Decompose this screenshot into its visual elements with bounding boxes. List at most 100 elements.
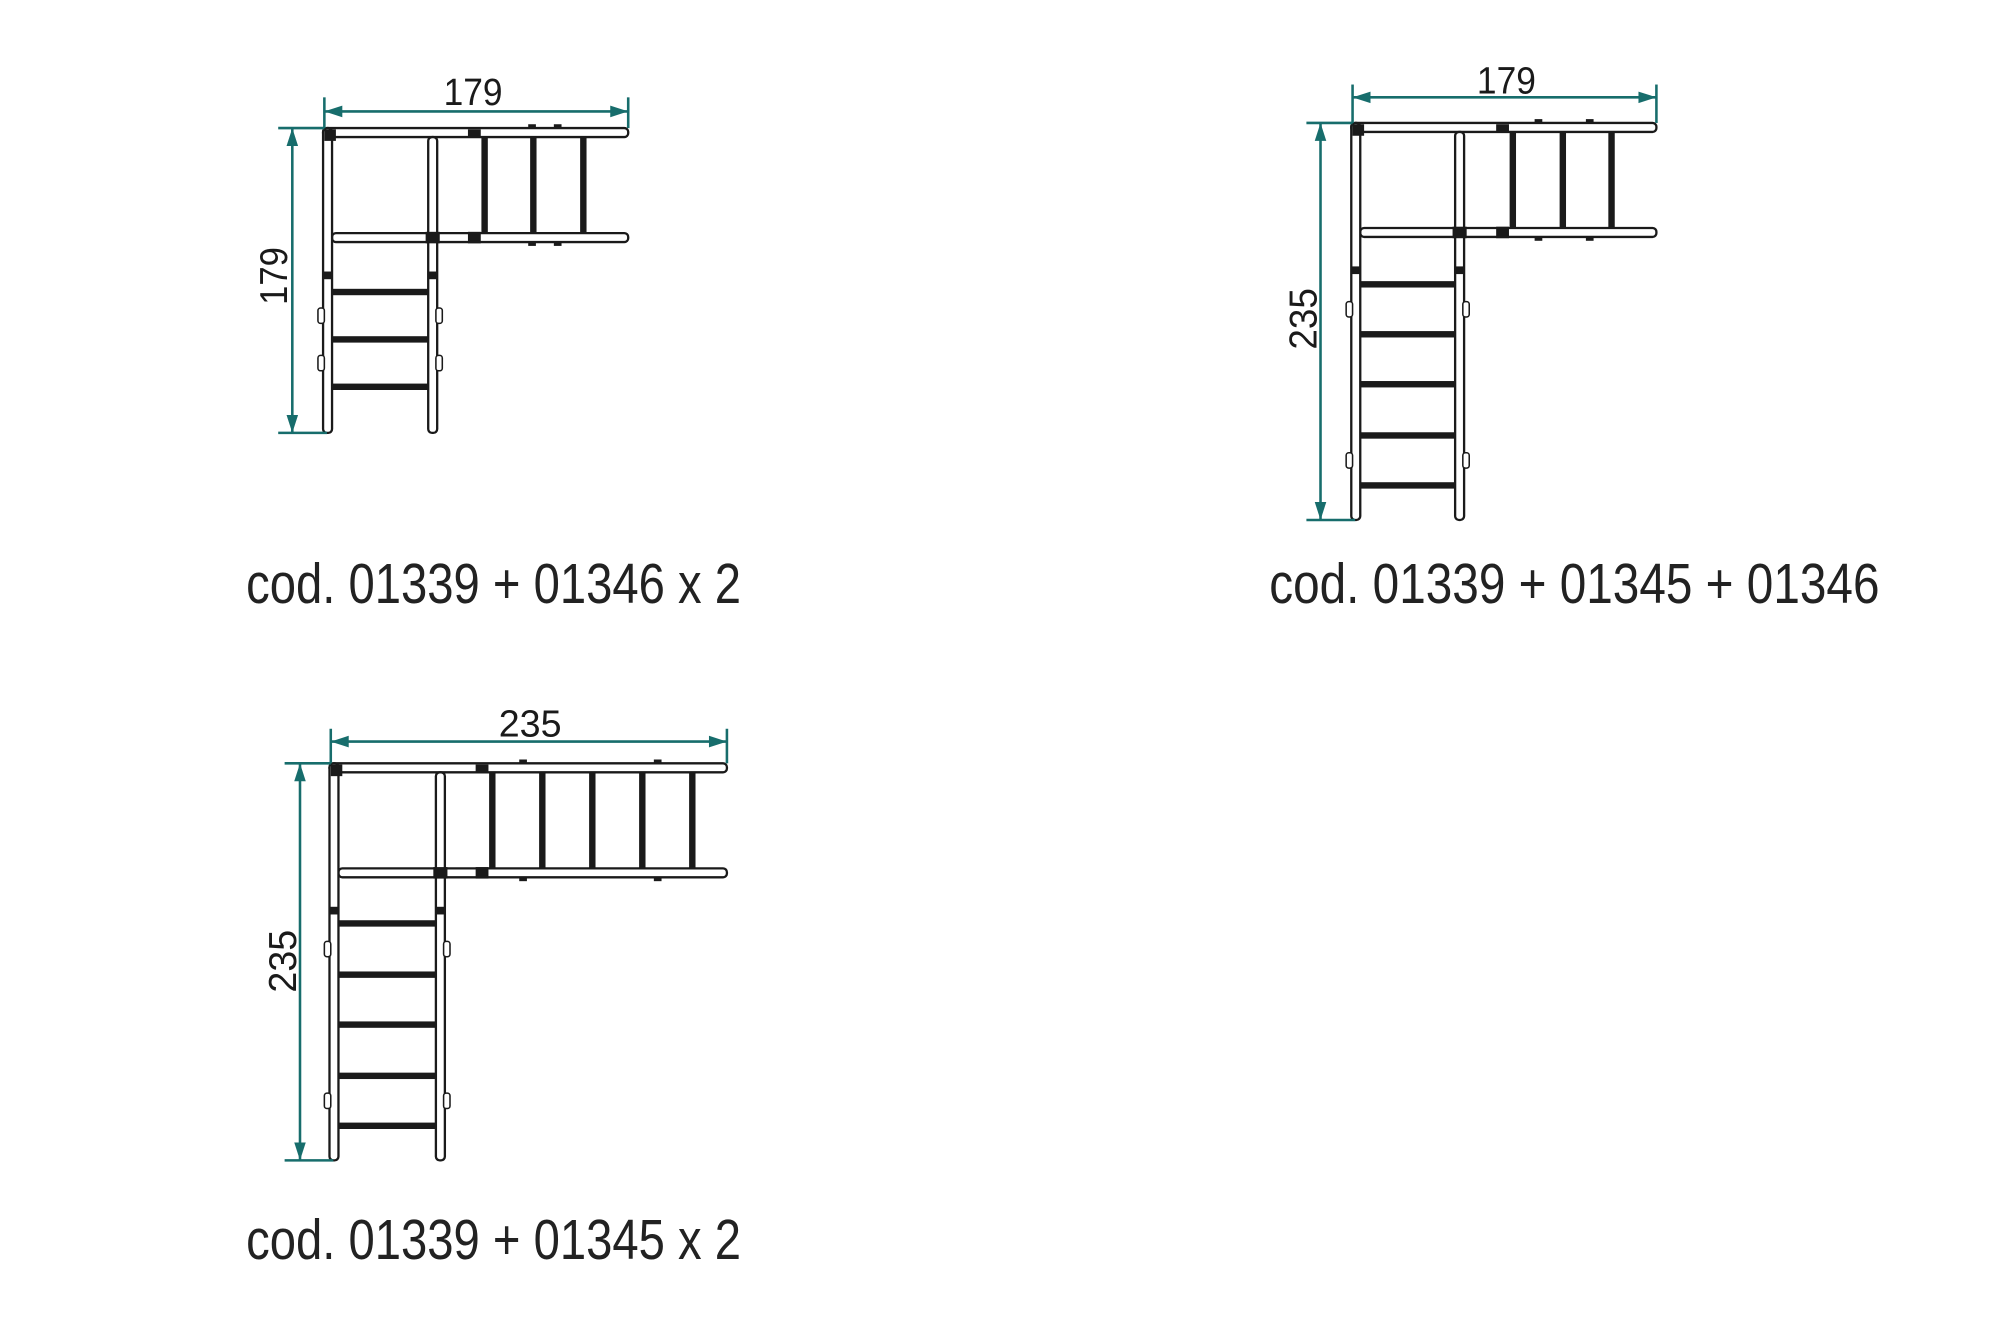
width-dimension [329,728,729,764]
bolt [653,877,662,882]
bolt [442,940,451,958]
configuration-caption: cod. 01339 + 01346 x 2 [246,552,741,615]
height-dimension [1306,121,1356,522]
bolt [1585,119,1594,123]
ladder-rung [332,288,429,296]
height-dimension-label: 179 [253,247,296,305]
arrowhead [1314,122,1327,141]
bolt [435,307,444,325]
height-dimension-label: 235 [262,930,305,993]
ladder-bar [539,772,546,869]
ladder-bar [1509,131,1517,228]
connector [435,906,445,915]
connector [329,906,339,915]
connector [323,271,333,280]
height-dimension [278,126,327,435]
bolt [1345,300,1354,318]
arrowhead [294,763,306,782]
bolt [653,759,662,764]
top-rail [328,762,729,774]
ladder-bar [530,137,537,234]
connector [1496,124,1509,132]
width-dimension-label: 179 [1477,60,1536,103]
connector [1351,266,1361,275]
arrowhead [1638,91,1657,104]
bolt [323,940,332,958]
height-dimension [284,762,334,1162]
ladder-rung [1360,432,1456,439]
arrowhead [286,128,299,147]
ladder-bar [589,772,596,869]
arrowhead [1352,91,1371,104]
connector [1452,226,1467,239]
left-rail [1350,121,1362,522]
connector [425,231,440,244]
bolt [528,242,536,246]
connector [1455,266,1465,275]
bolt [317,307,326,325]
bolt [1534,119,1543,123]
bolt [1462,451,1470,469]
arrowhead [294,1142,306,1161]
width-dimension [1351,84,1658,123]
ladder-rung [1360,381,1456,388]
ladder-rung [338,1021,436,1028]
arrowhead [1314,502,1327,520]
bolt [553,124,562,129]
arrowhead [330,735,349,748]
bolt [519,759,527,764]
ladder-rung [338,1072,436,1080]
ladder-structure [323,759,729,1162]
ladder-structure [1345,119,1658,522]
corner-connector [1352,124,1365,136]
ladder-rung [338,971,436,978]
ladder-bar [580,137,587,234]
configuration-caption: cod. 01339 + 01345 + 01346 [1269,552,1879,615]
ladder-rung [338,920,436,927]
corner-connector [324,129,336,141]
ladder-rung [1360,482,1456,489]
arrowhead [324,105,343,118]
bolt [519,877,527,882]
bolt [1534,236,1543,241]
height-dimension-label: 235 [1283,288,1326,349]
middle-rail [337,867,729,879]
connector [433,867,448,879]
configuration-1: 179 179 cod. 01339 + 01346 x 2 [246,71,741,615]
ladder-bar [1559,131,1567,228]
arrowhead [610,105,629,118]
width-dimension [323,97,630,129]
configuration-2: 179 235 cod. 01339 + 01345 + 01346 [1269,60,1879,616]
ladder-bar [481,137,488,234]
configuration-1-drawing [278,97,630,435]
configuration-caption: cod. 01339 + 01345 x 2 [246,1208,741,1271]
ladder-bar [489,772,496,869]
bolt [1462,300,1470,318]
configuration-2-drawing [1306,84,1658,522]
bolt [317,354,326,372]
corner-connector [330,764,343,777]
bolt [553,242,562,246]
connector [467,129,481,138]
bolt [435,354,444,372]
connector [1496,226,1509,239]
ladder-bar [1608,131,1615,228]
ladder-rung [332,336,429,343]
ladder-rung [332,383,429,390]
connector [467,231,481,244]
ladder-rung [1360,331,1456,338]
ladder-bar [689,772,696,869]
width-dimension-label: 179 [444,71,503,114]
bolt [1585,236,1594,241]
bolt [528,124,536,129]
ladder-bar [639,772,646,869]
right-leg [427,135,439,435]
ladder-structure [317,124,630,435]
connector [428,271,438,280]
bolt [323,1092,332,1110]
width-dimension-label: 235 [499,702,562,745]
ladder-rung [1360,281,1456,288]
ladder-rung [338,1122,436,1129]
left-rail [321,126,334,435]
